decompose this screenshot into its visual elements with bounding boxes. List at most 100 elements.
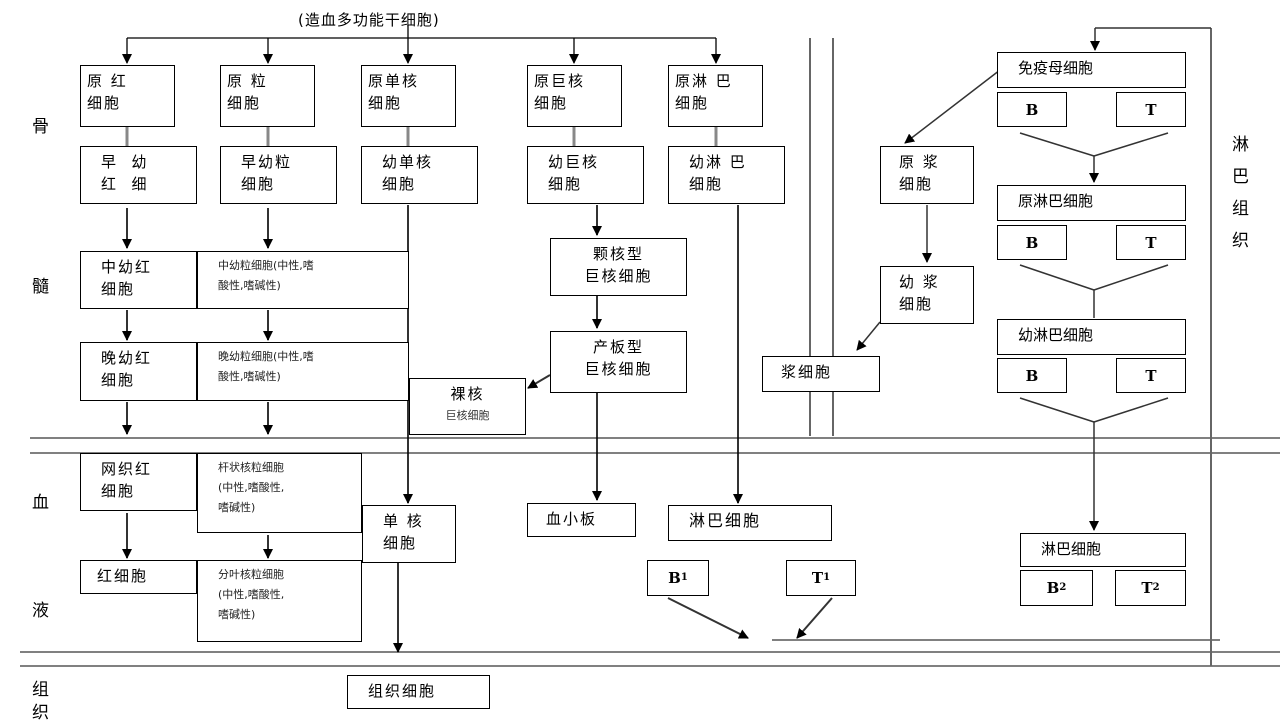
- box-segmented: 分叶核粒细胞 (中性,嗜酸性, 嗜碱性): [197, 560, 362, 642]
- t2-subscript: 2: [1152, 582, 1160, 593]
- box-t-2: T: [1116, 225, 1186, 260]
- box-b-3: B: [997, 358, 1067, 393]
- box-myelocyte: 中幼粒细胞(中性,嗜 酸性,嗜碱性): [197, 251, 409, 309]
- box-proerythroblast: 原 红 细胞: [80, 65, 175, 127]
- box-prolymphocyte: 幼淋 巴 细胞: [668, 146, 785, 204]
- box-line: 晚幼红: [101, 349, 153, 367]
- region-label-marrow: 髓: [32, 277, 49, 297]
- box-line: 原淋 巴: [675, 72, 733, 90]
- box-line: 幼单核: [382, 153, 434, 171]
- box-line: 颗核型: [592, 245, 644, 263]
- box-plasma-cell: 浆细胞: [762, 356, 880, 392]
- box-b-2: B: [997, 225, 1067, 260]
- box-early-erythroblast: 早 幼 红 细: [80, 146, 197, 204]
- box-line: 中幼粒细胞(中性,嗜: [218, 259, 314, 272]
- box-line: 细胞: [899, 175, 934, 193]
- box-line: 细胞: [87, 94, 122, 112]
- box-t-1: T: [1116, 92, 1186, 127]
- box-proplasmacyte: 幼 浆 细胞: [880, 266, 974, 324]
- box-line: 细胞: [534, 94, 569, 112]
- b1-letter: B: [668, 569, 681, 587]
- region-label-lymph-2: 巴: [1232, 167, 1249, 187]
- box-line: 分叶核粒细胞: [218, 568, 284, 581]
- box-line: 细胞: [548, 175, 583, 193]
- box-reticulocyte: 网织红 细胞: [80, 453, 197, 511]
- region-label-tissue-2: 织: [32, 703, 49, 723]
- box-line: 幼淋 巴: [689, 153, 747, 171]
- box-immune-mother: 免疫母细胞: [997, 52, 1186, 88]
- region-label-lymph-4: 织: [1232, 231, 1249, 251]
- box-line: 中幼红: [101, 258, 153, 276]
- box-line: 裸核: [450, 385, 485, 403]
- box-line: 嗜碱性): [218, 608, 256, 621]
- box-promegakaryocyte: 幼巨核 细胞: [527, 146, 644, 204]
- box-line: 细胞: [227, 94, 262, 112]
- region-label-blood: 血: [32, 493, 49, 513]
- region-label-liquid: 液: [32, 601, 49, 621]
- region-label-lymph-3: 组: [1232, 199, 1249, 219]
- box-lymphoblast: 原淋 巴 细胞: [668, 65, 763, 127]
- box-line: 细胞: [101, 482, 136, 500]
- box-mid-erythroblast: 中幼红 细胞: [80, 251, 197, 309]
- box-line: 网织红: [101, 460, 153, 478]
- box-band-cell: 杆状核粒细胞 (中性,嗜酸性, 嗜碱性): [197, 453, 362, 533]
- box-promyelocyte: 早幼粒 细胞: [220, 146, 337, 204]
- b1-subscript: 1: [680, 572, 688, 583]
- box-megakaryoblast: 原巨核 细胞: [527, 65, 622, 127]
- box-line: 巨核细胞: [584, 267, 653, 285]
- box-line: 细胞: [675, 94, 710, 112]
- box-line: 细胞: [689, 175, 724, 193]
- t2-letter: T: [1141, 579, 1153, 597]
- box-line: 细胞: [382, 175, 417, 193]
- box-platelet: 血小板: [527, 503, 636, 537]
- t1-letter: T: [811, 569, 824, 587]
- box-naked-nucleus: 裸核 巨核细胞: [409, 378, 526, 435]
- box-lymphocyte-right: 淋巴细胞: [1020, 533, 1186, 567]
- box-line: 原 红: [87, 72, 128, 90]
- box-line: (中性,嗜酸性,: [218, 588, 285, 601]
- b2-letter: B: [1046, 579, 1060, 597]
- box-late-erythroblast: 晚幼红 细胞: [80, 342, 197, 401]
- box-promonocyte: 幼单核 细胞: [361, 146, 478, 204]
- diagram-title: (造血多功能干细胞): [298, 11, 440, 29]
- box-line: 细胞: [101, 280, 136, 298]
- box-line: 嗜碱性): [218, 501, 256, 514]
- box-line: 细胞: [899, 295, 934, 313]
- box-line: 幼 浆: [899, 273, 940, 291]
- box-line: 早 幼: [101, 153, 149, 171]
- box-line: 酸性,嗜碱性): [218, 279, 281, 292]
- box-prolymphocyte-right: 幼淋巴细胞: [997, 319, 1186, 355]
- box-lymphoblast-right: 原淋巴细胞: [997, 185, 1186, 221]
- box-line: 单 核: [383, 512, 424, 530]
- box-line: 酸性,嗜碱性): [218, 370, 281, 383]
- box-line: 原单核: [368, 72, 420, 90]
- box-tissue-cell: 组织细胞: [347, 675, 490, 709]
- box-line: (中性,嗜酸性,: [218, 481, 285, 494]
- box-b-1: B: [997, 92, 1067, 127]
- box-platelet-megakaryocyte: 产板型 巨核细胞: [550, 331, 687, 393]
- box-line: 细胞: [241, 175, 276, 193]
- region-label-bone: 骨: [32, 117, 49, 137]
- box-line: 幼巨核: [548, 153, 600, 171]
- box-line: 晚幼粒细胞(中性,嗜: [218, 350, 314, 363]
- box-line: 原巨核: [534, 72, 586, 90]
- box-granular-megakaryocyte: 颗核型 巨核细胞: [550, 238, 687, 296]
- box-line: 产板型: [592, 338, 644, 356]
- region-label-lymph-1: 淋: [1232, 135, 1249, 155]
- box-line: 红 细: [101, 175, 149, 193]
- box-line: 细胞: [383, 534, 418, 552]
- box-rbc: 红细胞: [80, 560, 197, 594]
- box-line: 原 浆: [899, 153, 940, 171]
- box-t-3: T: [1116, 358, 1186, 393]
- box-line: 细胞: [101, 371, 136, 389]
- region-label-tissue-1: 组: [32, 680, 49, 700]
- box-lymphocyte: 淋巴细胞: [668, 505, 832, 541]
- box-line: 杆状核粒细胞: [218, 461, 284, 474]
- box-monocyte: 单 核 细胞: [362, 505, 456, 563]
- t1-subscript: 1: [823, 572, 831, 583]
- box-plasmablast: 原 浆 细胞: [880, 146, 974, 204]
- box-metamyelocyte: 晚幼粒细胞(中性,嗜 酸性,嗜碱性): [197, 342, 409, 401]
